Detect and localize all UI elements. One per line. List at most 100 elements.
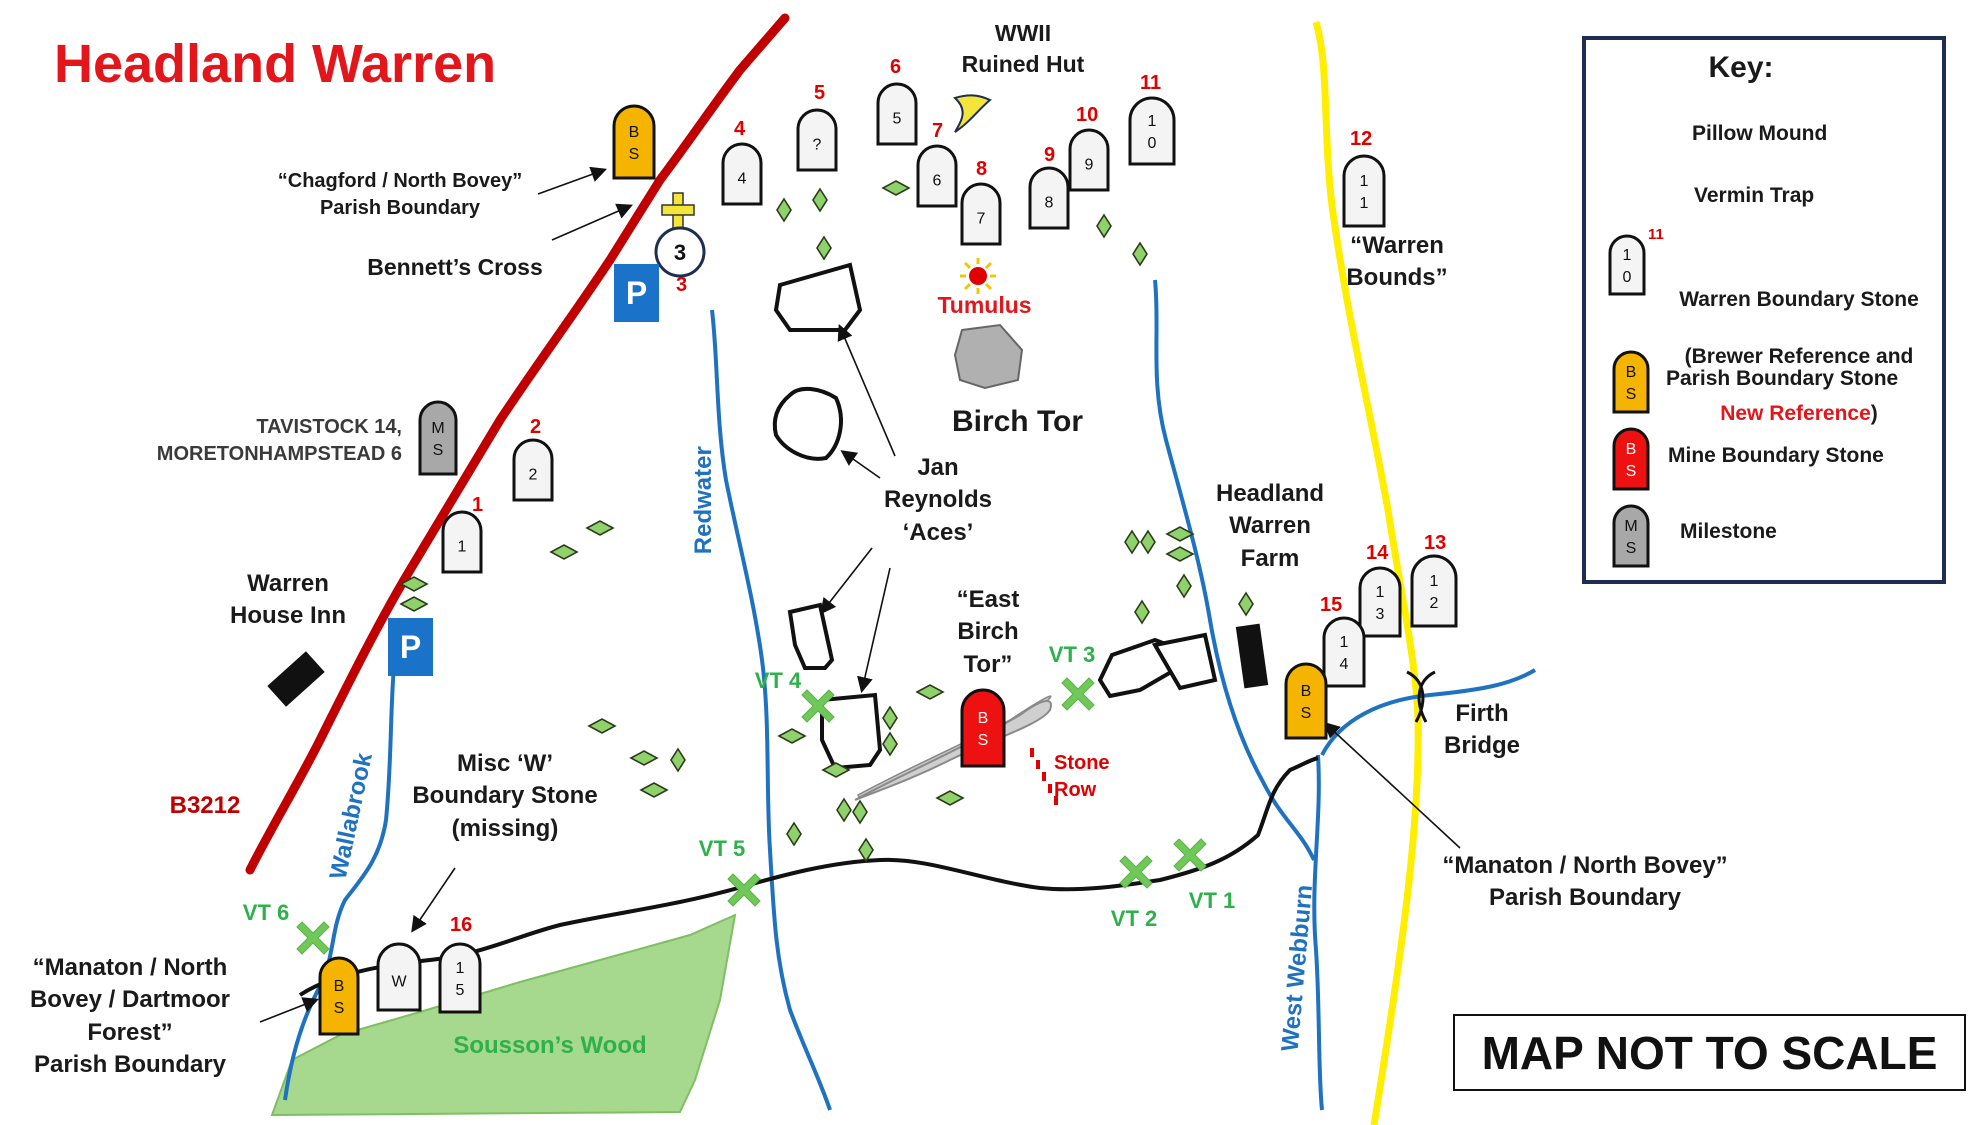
milestone-text-label: TAVISTOCK 14, MORETONHAMPSTEAD 6 [156,416,402,465]
vt1-icon [1173,838,1207,872]
key-sample-mine-stone-text: B [1626,441,1637,458]
warren-stone-9-text: 8 [1045,195,1054,212]
warren-house-inn-building [267,651,325,707]
key-sample-parish-stone: BS [1612,350,1650,414]
vt4-label: VT 4 [754,668,802,693]
vt2-label: VT 2 [1110,906,1158,931]
parish-stone-bottom-text: S [334,1000,345,1017]
warren-bounds-label: “Warren Bounds” [1346,232,1448,292]
key-warren-stone-line3-end: ) [1870,401,1878,425]
east-birch-tor-label: “East Birch Tor” [956,586,1020,678]
vt3-label: VT 3 [1048,642,1096,667]
new-ref-1: 1 [472,494,484,516]
warren-stone-6-text: 5 [893,111,902,128]
b3212-label: B3212 [169,792,241,819]
warren-stone-15-text: 4 [1340,656,1349,673]
warren-stone-4: 4 [721,142,763,206]
warren-stone-15-text: 1 [1340,634,1349,651]
new-ref-10: 10 [1076,104,1099,126]
warren-stone-2: 2 [512,438,554,502]
parish-stone-farm: BS [1284,662,1328,740]
wwii-ruined-hut-label: WWII Ruined Hut [961,20,1085,78]
warren-stone-7-text: 6 [933,173,942,190]
warren-stone-12: 11 [1342,154,1386,228]
parish-stone-farm-text: S [1301,705,1312,722]
new-ref-3: 3 [676,274,688,296]
mine-stone: BS [960,688,1006,768]
key-warren-stone-line2: (Brewer Reference and [1684,345,1914,369]
warren-stone-8: 7 [960,182,1002,246]
west-webburn-river [1153,279,1316,861]
warren-stone-14-text: 1 [1376,584,1385,601]
mine-stone-text: S [978,732,989,749]
ace-2 [772,386,843,461]
key-sample-parish-stone-text: B [1626,364,1637,381]
warren-stone-6: 5 [876,82,918,146]
w-stone-text: W [391,974,407,991]
ruined-hut-icon [953,94,992,133]
w-stone: W [376,942,422,1012]
parish-stone-top-text: S [629,146,640,163]
wallabrook-river [283,654,397,1101]
map-not-to-scale-box: MAP NOT TO SCALE [1453,1014,1966,1091]
warren-stone-10-text: 9 [1085,157,1094,174]
key-warren-stone-line3-red: New Reference [1720,401,1871,425]
headland-warren-farm-building [1235,623,1269,689]
parish-stone-bottom: BS [318,956,360,1036]
new-ref-16: 16 [450,914,473,936]
key-milestone-label: Milestone [1680,520,1777,543]
bennetts-cross-circle-number: 3 [674,240,686,265]
parking-sign-top: P [614,264,659,322]
key-sample-mine-stone-text: S [1626,463,1637,480]
b3212-road [245,13,790,875]
key-sample-parish-stone-text: S [1626,386,1637,403]
mine-stone-text: B [978,710,989,727]
milestone-stone-text: S [433,442,444,459]
redwater-label: Redwater [689,446,717,555]
new-ref-2: 2 [530,416,542,438]
warren-stone-13-text: 2 [1430,595,1439,612]
ace-6 [1151,632,1218,691]
tumulus-icon [960,258,996,294]
warren-stone-5: ? [796,108,838,172]
birch-tor-rock [953,323,1024,390]
map-key: Key: Pillow Mound Vermin Trap Warren Bou… [1582,36,1946,584]
firth-bridge-stream [1320,668,1537,756]
headland-warren-farm-label: Headland Warren Farm [1215,480,1325,572]
stone-row-label: Stone Row [1054,752,1110,801]
parish-stone-top: BS [612,104,656,180]
key-sample-new-ref: 11 [1648,226,1664,243]
stone-row-dashes [1030,748,1058,805]
redwater-river [710,309,832,1111]
parish-stone-top-text: B [629,124,640,141]
chagford-boundary-label: “Chagford / North Bovey” Parish Boundary [277,170,523,219]
warren-stone-16: 15 [438,942,482,1014]
warren-stone-7: 6 [916,144,958,208]
ace-4 [820,692,883,771]
warren-stone-4-text: 4 [738,171,747,188]
map-title: Headland Warren [54,34,497,94]
key-sample-milestone-text: S [1626,540,1637,557]
new-ref-11: 11 [1140,72,1162,94]
warren-stone-12-text: 1 [1360,195,1369,212]
new-ref-4: 4 [734,118,746,140]
warren-stone-8-text: 7 [977,211,986,228]
vt6-icon [296,921,330,955]
parking-sign-bottom-label: P [400,629,421,665]
parking-sign-top-label: P [626,275,647,311]
warren-stone-10: 9 [1068,128,1110,192]
warren-stone-5-text: ? [813,137,822,154]
warren-house-inn-label: Warren House Inn [229,570,346,630]
warren-stone-1: 1 [441,510,483,574]
tumulus-label: Tumulus [937,292,1032,318]
ace-3 [787,602,835,670]
warren-stone-16-text: 5 [456,982,465,999]
manaton-dartmoor-label: “Manaton / North Bovey / Dartmoor Forest… [29,954,231,1079]
bennetts-cross-label: Bennett’s Cross [367,254,543,280]
parking-sign-bottom: P [388,618,433,676]
warren-stone-15: 14 [1322,616,1366,688]
key-title: Key: [1708,51,1774,84]
key-vermin-trap-label: Vermin Trap [1694,184,1815,207]
warren-stone-13-text: 1 [1430,573,1439,590]
